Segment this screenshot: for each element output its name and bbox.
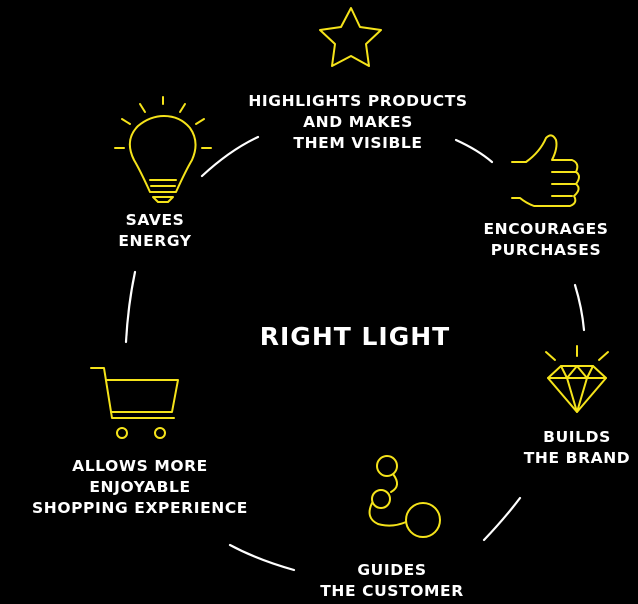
connector-bottom-right <box>482 496 522 542</box>
label-allows-more: ALLOWS MORE ENJOYABLE SHOPPING EXPERIENC… <box>4 456 276 519</box>
label-line: BUILDS <box>543 428 611 446</box>
label-guides-customer: GUIDES THE CUSTOMER <box>316 560 468 602</box>
center-title: RIGHT LIGHT <box>259 322 451 351</box>
light-bulb-icon <box>114 96 212 203</box>
label-line: AND MAKES <box>303 113 413 131</box>
label-line: SAVES <box>125 211 185 229</box>
label-line: SHOPPING EXPERIENCE <box>31 499 248 517</box>
label-saves-energy: SAVES ENERGY <box>100 210 210 252</box>
shopping-cart-icon <box>90 367 179 439</box>
label-line: GUIDES <box>357 561 427 579</box>
connector-right <box>573 283 586 332</box>
cycle-connectors <box>124 135 586 572</box>
label-line: PURCHASES <box>490 241 602 259</box>
label-line: ENCOURAGES <box>483 220 609 238</box>
label-encourages-purchases: ENCOURAGES PURCHASES <box>462 219 630 261</box>
label-highlights-products: HIGHLIGHTS PRODUCTS AND MAKES THEM VISIB… <box>220 91 496 154</box>
label-line: ENJOYABLE <box>89 478 191 496</box>
label-line: ENERGY <box>118 232 192 250</box>
label-line: THEM VISIBLE <box>293 134 423 152</box>
connector-bottom-left <box>228 543 296 572</box>
star-icon <box>319 7 382 67</box>
label-line: ALLOWS MORE <box>72 457 208 475</box>
connector-left <box>124 270 137 344</box>
label-builds-brand: BUILDS THE BRAND <box>518 427 636 469</box>
thumbs-up-icon <box>511 134 580 207</box>
connector-top-right <box>454 138 494 164</box>
label-line: THE CUSTOMER <box>320 582 464 600</box>
connector-top-left <box>200 135 260 178</box>
label-line: THE BRAND <box>523 449 631 467</box>
label-line: HIGHLIGHTS PRODUCTS <box>248 92 468 110</box>
diamond-icon <box>545 345 609 413</box>
path-icon <box>368 455 441 538</box>
